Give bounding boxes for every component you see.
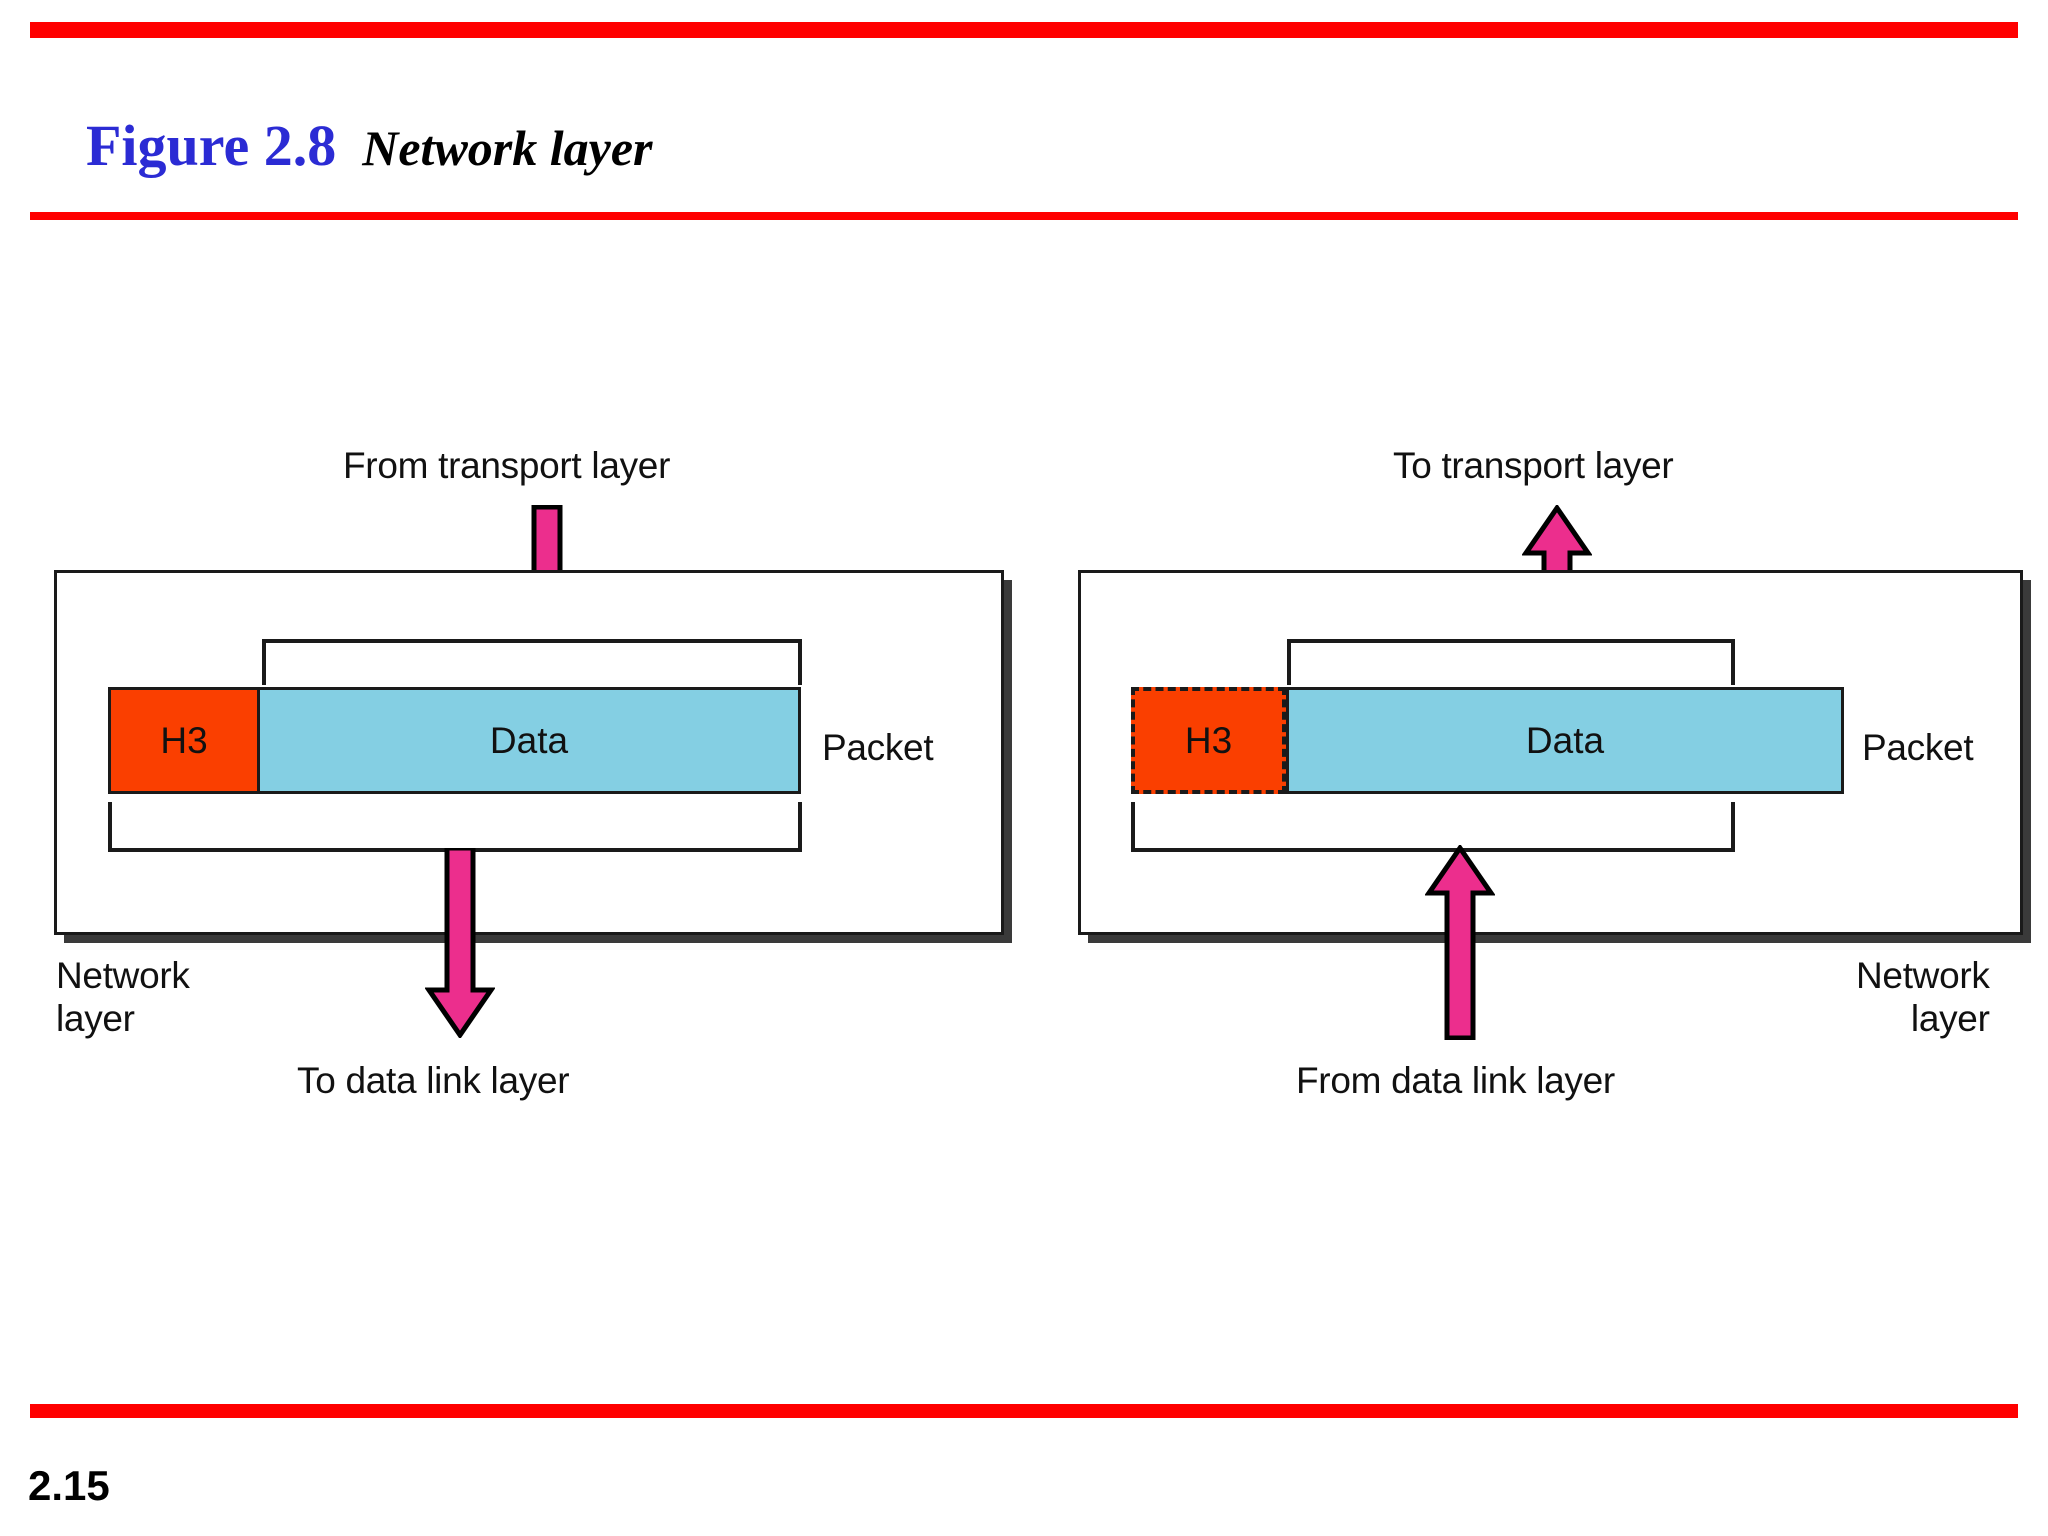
packet-label-left: Packet	[822, 727, 934, 768]
bracket-lower-right-horizontal	[1131, 848, 1735, 852]
figure-name: Network layer	[362, 120, 653, 176]
label-from-transport-layer: From transport layer	[343, 445, 671, 486]
bracket-lower-right-tick-start	[1131, 802, 1135, 848]
packet-header-segment-left: H3	[108, 687, 260, 794]
arrow-up-from-data-link-icon	[1425, 845, 1495, 1040]
page-title: Figure 2.8 Network layer	[86, 112, 652, 179]
packet-data-segment-left: Data	[260, 687, 801, 794]
bottom-red-rule	[30, 1404, 2018, 1418]
bracket-upper-right-horizontal	[1287, 639, 1735, 643]
network-layer-caption-left-line2: layer	[56, 997, 135, 1039]
packet-label-right: Packet	[1862, 727, 1974, 768]
packet-header-segment-right: H3	[1131, 687, 1286, 794]
packet-bar-right: H3 Data	[1131, 687, 1844, 794]
bracket-upper-right-tick-start	[1287, 639, 1291, 685]
packet-bar-left: H3 Data	[108, 687, 801, 794]
title-red-rule	[30, 212, 2018, 220]
network-layer-caption-right-line1: Network	[1856, 955, 1990, 996]
label-to-data-link-layer: To data link layer	[297, 1060, 570, 1101]
bracket-upper-right-tick-end	[1731, 639, 1735, 685]
network-layer-caption-right-line2: layer	[1910, 997, 1990, 1039]
bracket-upper-left-horizontal	[262, 639, 802, 643]
label-to-transport-layer: To transport layer	[1393, 445, 1674, 486]
bracket-lower-left-tick-end	[798, 802, 802, 848]
bracket-upper-left-tick-end	[798, 639, 802, 685]
bracket-lower-right-tick-end	[1731, 802, 1735, 848]
bracket-upper-left-tick-start	[262, 639, 266, 685]
packet-data-segment-right: Data	[1286, 687, 1844, 794]
arrow-down-to-data-link-icon	[425, 848, 495, 1038]
bracket-lower-left-tick-start	[108, 802, 112, 848]
slide-number: 2.15	[28, 1462, 110, 1509]
network-layer-caption-left-line1: Network	[56, 955, 190, 996]
top-red-rule	[30, 22, 2018, 38]
label-from-data-link-layer: From data link layer	[1296, 1060, 1615, 1101]
figure-number: Figure 2.8	[86, 113, 337, 178]
